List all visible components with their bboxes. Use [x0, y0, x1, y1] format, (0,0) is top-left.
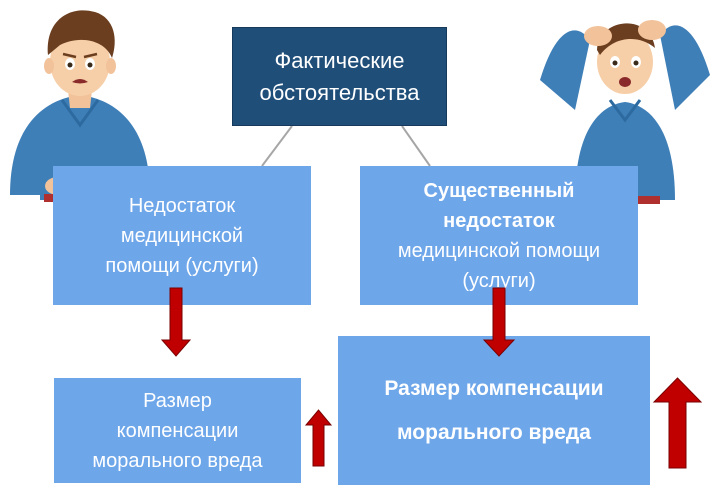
arrow-up-small — [304, 409, 333, 467]
top-box-label: Фактические обстоятельства — [259, 47, 420, 105]
box-compensation-large: Размер компенсации морального вреда — [338, 336, 650, 485]
connector-left — [261, 125, 293, 167]
arrow-down-left — [160, 287, 192, 357]
box-significant-deficiency-bold: Существенный недостаток — [423, 179, 575, 232]
top-box-facts: Фактические обстоятельства — [232, 27, 447, 126]
box-compensation-small-label: Размер компенсации морального вреда — [92, 389, 263, 472]
connector-right — [401, 125, 431, 167]
box-deficiency: Недостаток медицинской помощи (услуги) — [53, 166, 311, 305]
box-significant-deficiency: Существенный недостаток медицинской помо… — [360, 166, 638, 305]
box-compensation-large-label: Размер компенсации морального вреда — [384, 376, 604, 444]
box-compensation-small: Размер компенсации морального вреда — [54, 378, 301, 483]
box-deficiency-label: Недостаток медицинской помощи (услуги) — [105, 194, 259, 277]
arrow-up-large — [652, 377, 703, 469]
box-significant-deficiency-normal: медицинской помощи (услуги) — [397, 239, 601, 292]
arrow-down-right — [482, 287, 516, 357]
